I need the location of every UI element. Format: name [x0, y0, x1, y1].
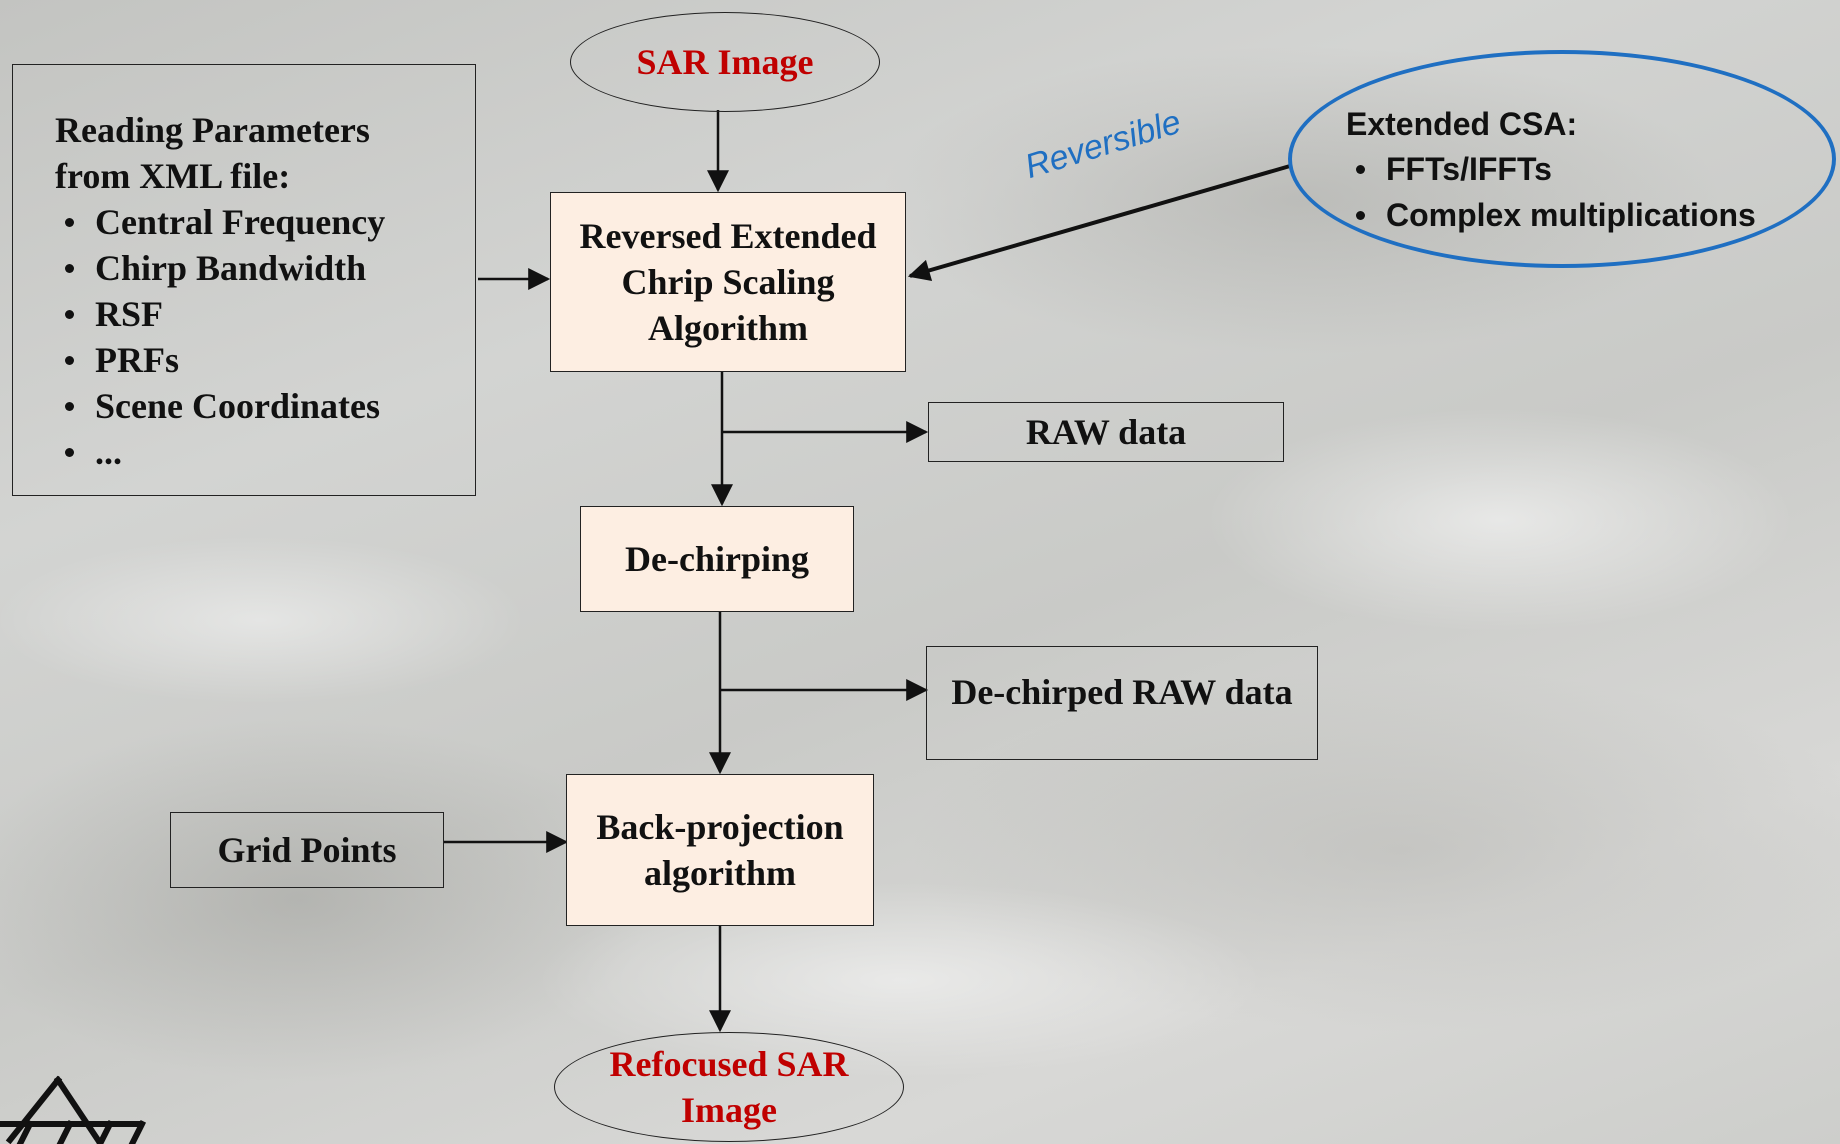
backprojection-line1: Back-projection	[596, 807, 844, 847]
parameters-box: Reading Parameters from XML file: Centra…	[12, 64, 476, 496]
refocused-line1: Refocused SAR	[609, 1044, 849, 1084]
sar-image-label: SAR Image	[636, 42, 814, 82]
reversed-csa-line2: Chrip Scaling	[621, 262, 835, 302]
parameter-item: ...	[55, 429, 475, 475]
grid-points-box: Grid Points	[170, 812, 444, 888]
extended-csa-item: Complex multiplications	[1346, 192, 1832, 238]
extended-csa-item: FFTs/IFFTs	[1346, 146, 1832, 192]
parameter-item: Central Frequency	[55, 199, 475, 245]
dechirping-label: De-chirping	[625, 539, 809, 579]
extended-csa-ellipse: Extended CSA: FFTs/IFFTs Complex multipl…	[1288, 50, 1836, 268]
grid-points-label: Grid Points	[217, 830, 397, 870]
dechirped-raw-data-label: De-chirped RAW data	[951, 672, 1293, 712]
dechirping-box: De-chirping	[580, 506, 854, 612]
reversed-csa-box: Reversed Extended Chrip Scaling Algorith…	[550, 192, 906, 372]
raw-data-label: RAW data	[1025, 412, 1187, 452]
parameters-heading-1: Reading Parameters	[55, 110, 370, 150]
backprojection-line2: algorithm	[644, 853, 796, 893]
reversed-csa-line3: Algorithm	[648, 308, 808, 348]
backprojection-box: Back-projection algorithm	[566, 774, 874, 926]
parameter-item: PRFs	[55, 337, 475, 383]
dechirped-raw-data-box: De-chirped RAW data	[926, 646, 1318, 760]
parameters-list: Central Frequency Chirp Bandwidth RSF PR…	[55, 199, 475, 475]
raw-data-box: RAW data	[928, 402, 1284, 462]
refocused-sar-image-oval: Refocused SAR Image	[554, 1032, 904, 1142]
arrow-csa-to-reversed	[907, 164, 1291, 282]
extended-csa-list: FFTs/IFFTs Complex multiplications	[1346, 146, 1832, 238]
parameter-item: Chirp Bandwidth	[55, 245, 475, 291]
extended-csa-heading: Extended CSA:	[1346, 106, 1578, 142]
parameter-item: Scene Coordinates	[55, 383, 475, 429]
dlr-logo-icon	[0, 1075, 147, 1144]
reversed-csa-line1: Reversed Extended	[579, 216, 877, 256]
parameter-item: RSF	[55, 291, 475, 337]
refocused-line2: Image	[681, 1090, 777, 1130]
sar-image-oval: SAR Image	[570, 12, 880, 112]
parameters-heading-2: from XML file:	[55, 156, 291, 196]
